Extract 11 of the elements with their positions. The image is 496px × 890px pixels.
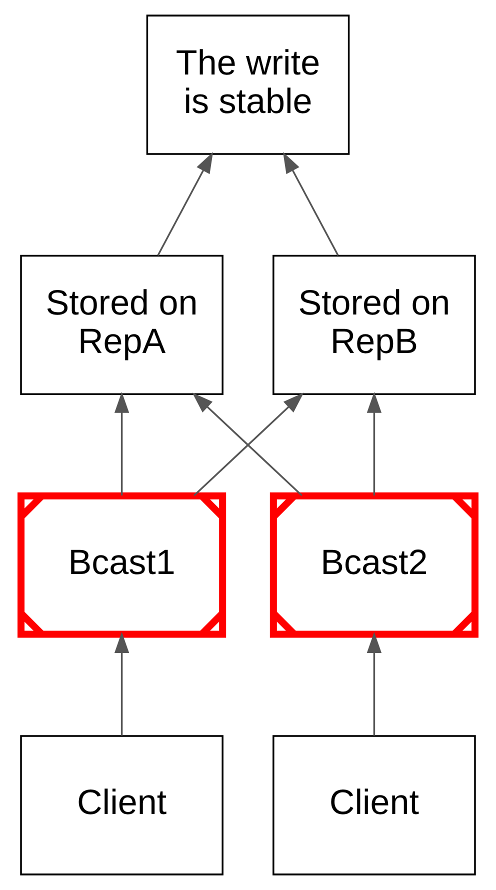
arrow bbox=[282, 152, 339, 256]
arrow bbox=[157, 152, 214, 256]
node-box: Client bbox=[20, 735, 224, 876]
node-box: Stored on RepA bbox=[20, 254, 224, 396]
arrow bbox=[366, 392, 382, 496]
node-box: Client bbox=[272, 735, 476, 876]
arrow bbox=[366, 632, 382, 736]
arrow bbox=[114, 632, 130, 736]
node-box: Stored on RepB bbox=[272, 254, 476, 396]
arrow bbox=[114, 392, 130, 496]
node-box: The write is stable bbox=[146, 14, 350, 155]
